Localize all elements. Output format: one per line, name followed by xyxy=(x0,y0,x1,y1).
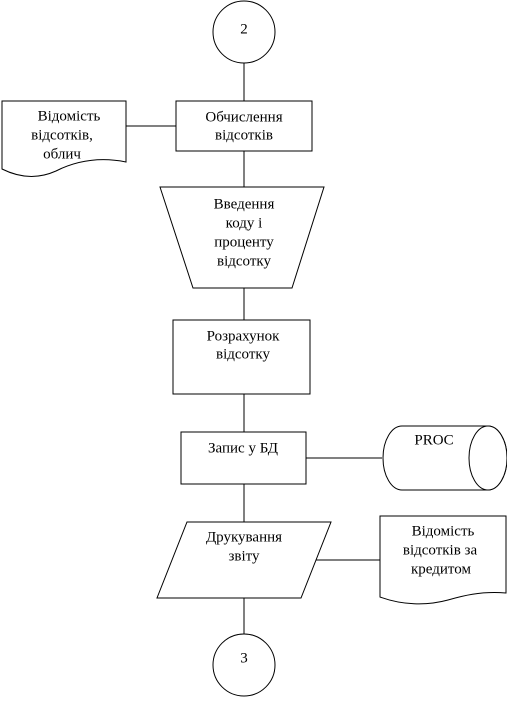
document-left-line-2: відсотків, xyxy=(31,127,93,143)
io-print-shape xyxy=(156,521,332,599)
storage-proc-end xyxy=(468,425,507,491)
connector-top-label: 2 xyxy=(240,21,248,37)
process-compute: Розрахунок відсотку xyxy=(172,319,311,395)
manual-input-line-4: відсотку xyxy=(217,253,271,269)
process-calc-line-2: відсотків xyxy=(215,127,273,143)
process-compute-line-1: Розрахунок xyxy=(207,328,281,344)
io-print-line-1: Друкування xyxy=(206,529,282,545)
document-right-line-3: кредитом xyxy=(411,561,471,577)
connector-bottom-label: 3 xyxy=(240,650,248,666)
document-left-line-3: облич xyxy=(43,146,81,162)
connector-top: 2 xyxy=(212,0,276,64)
process-calc: Обчислення відсотків xyxy=(175,100,313,152)
process-write: Запис у БД xyxy=(180,431,307,485)
io-print: Друкування звіту xyxy=(156,521,332,599)
manual-input-line-1: Введення xyxy=(214,196,275,212)
manual-input-line-3: проценту xyxy=(214,234,274,250)
process-calc-box xyxy=(175,100,313,152)
document-left: Відомість відсотків, облич xyxy=(1,100,127,177)
storage-proc: PROC xyxy=(382,425,507,491)
document-right: Відомість відсотків за кредитом xyxy=(379,515,507,605)
manual-input: Введення коду і проценту відсотку xyxy=(159,186,325,289)
io-print-line-2: звіту xyxy=(228,548,260,564)
process-write-box xyxy=(180,431,307,485)
connector-bottom: 3 xyxy=(212,633,276,697)
document-right-shape xyxy=(379,515,507,605)
document-right-line-1: Відомість xyxy=(412,523,475,539)
manual-input-shape xyxy=(159,186,325,289)
connector-top-circle xyxy=(212,0,276,64)
process-compute-box xyxy=(172,319,311,395)
document-left-shape xyxy=(1,100,127,177)
storage-proc-label: PROC xyxy=(414,432,453,448)
manual-input-line-2: коду і xyxy=(226,215,263,231)
connector-bottom-circle xyxy=(212,633,276,697)
process-compute-line-2: відсотку xyxy=(216,346,270,362)
process-write-line-1: Запис у БД xyxy=(208,440,278,456)
document-left-line-1: Відомість xyxy=(38,108,101,124)
document-right-line-2: відсотків за xyxy=(403,542,478,558)
process-calc-line-1: Обчислення xyxy=(205,109,282,125)
